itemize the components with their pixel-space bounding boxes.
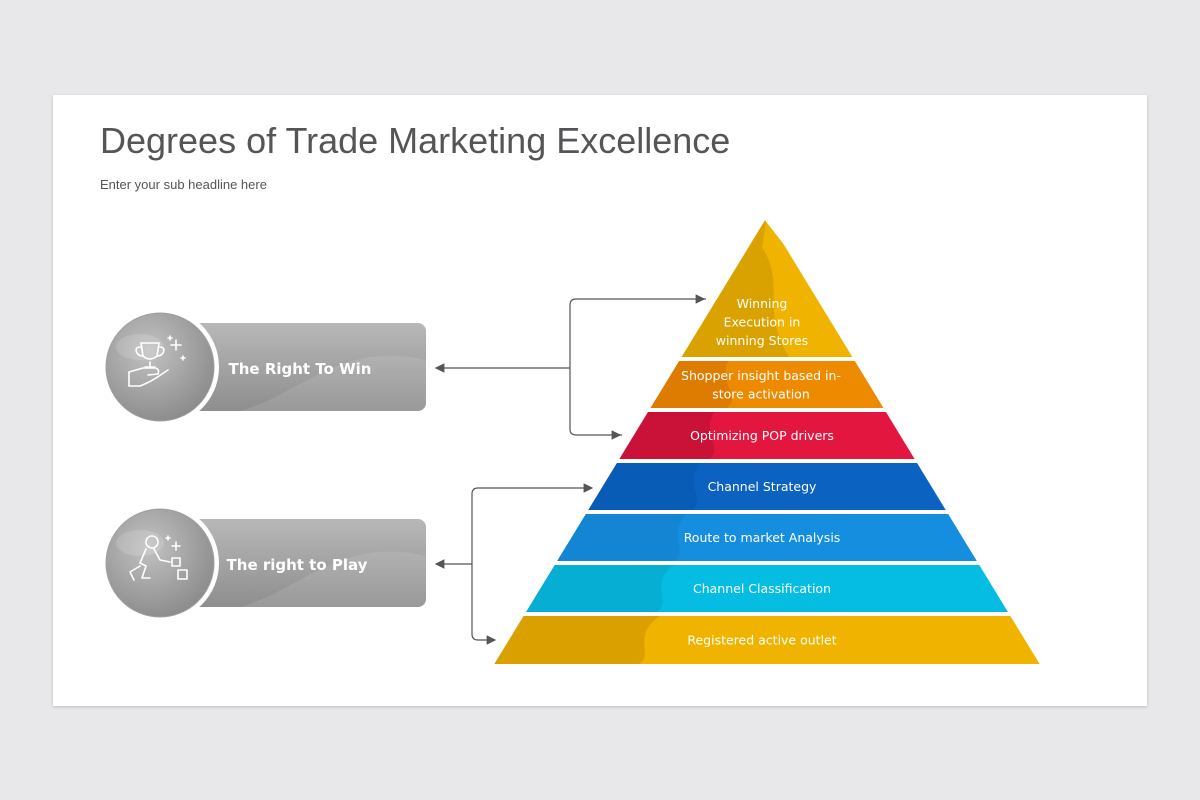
band-05-label-line-1: Route to market Analysis [684,530,841,545]
band-wave [494,616,660,664]
band-02-label-line-1: Shopper insight based in- [681,368,841,383]
band-divider [1034,563,1075,614]
band-01-label-line-2: Execution in [724,315,801,330]
card-right-to-play-label: The right to Play [227,556,368,574]
band-divider [915,410,956,461]
page-title: Degrees of Trade Marketing Excellence [100,120,731,161]
card-right-to-play: The right to Play [101,504,426,622]
band-wave [619,412,715,459]
bracket-bottom [471,487,592,641]
band-07-label-line-1: Registered active outlet [687,633,836,648]
card-right-to-win-label: The Right To Win [229,360,372,378]
band-wave [557,514,688,561]
band-01-label-line-3: winning Stores [716,333,808,348]
band-03-number: 03 [907,427,928,448]
band-wave [526,565,674,612]
trophy-hand-icon [128,335,186,387]
connector-arrows [434,294,706,645]
page-subtitle: Enter your sub headline here [100,177,267,192]
band-divider [763,215,876,359]
band-02-number: 02 [872,376,893,397]
band-03-label-line-1: Optimizing POP drivers [690,428,834,443]
pyramid-band-02-shopper-insight: Shopper insight based in-store activatio… [650,359,916,410]
pyramid-band-03-optimizing-pop: Optimizing POP drivers 03 [619,410,956,461]
pyramid-band-05-route-to-market: Route to market Analysis 05 [557,512,1035,563]
band-04-label-line-1: Channel Strategy [708,479,817,494]
band-01-label-line-1: Winning [737,296,788,311]
band-divider [955,461,996,512]
child-playing-blocks-icon [129,535,188,581]
band-divider [875,359,916,410]
band-05-number: 05 [978,529,1000,550]
band-01-number: 01 [828,279,850,300]
band-06-number: 06 [1014,580,1035,601]
card-right-to-win: The Right To Win [101,308,426,426]
band-wave [588,463,701,510]
band-wave [681,217,790,357]
band-06-label-line-1: Channel Classification [693,581,831,596]
bracket-top [569,298,706,436]
pyramid-band-07-registered-outlet: Registered active outlet 07 [494,614,1116,666]
pyramid-band-04-channel-strategy: Channel Strategy 04 [588,461,996,512]
band-07-number: 07 [1049,631,1070,652]
band-divider [995,512,1035,563]
pyramid-band-06-channel-classification: Channel Classification 06 [526,563,1075,614]
band-divider [1074,614,1116,666]
band-02-label-line-2: store activation [712,386,810,401]
band-wave [650,361,732,408]
band-04-number: 04 [943,478,965,499]
